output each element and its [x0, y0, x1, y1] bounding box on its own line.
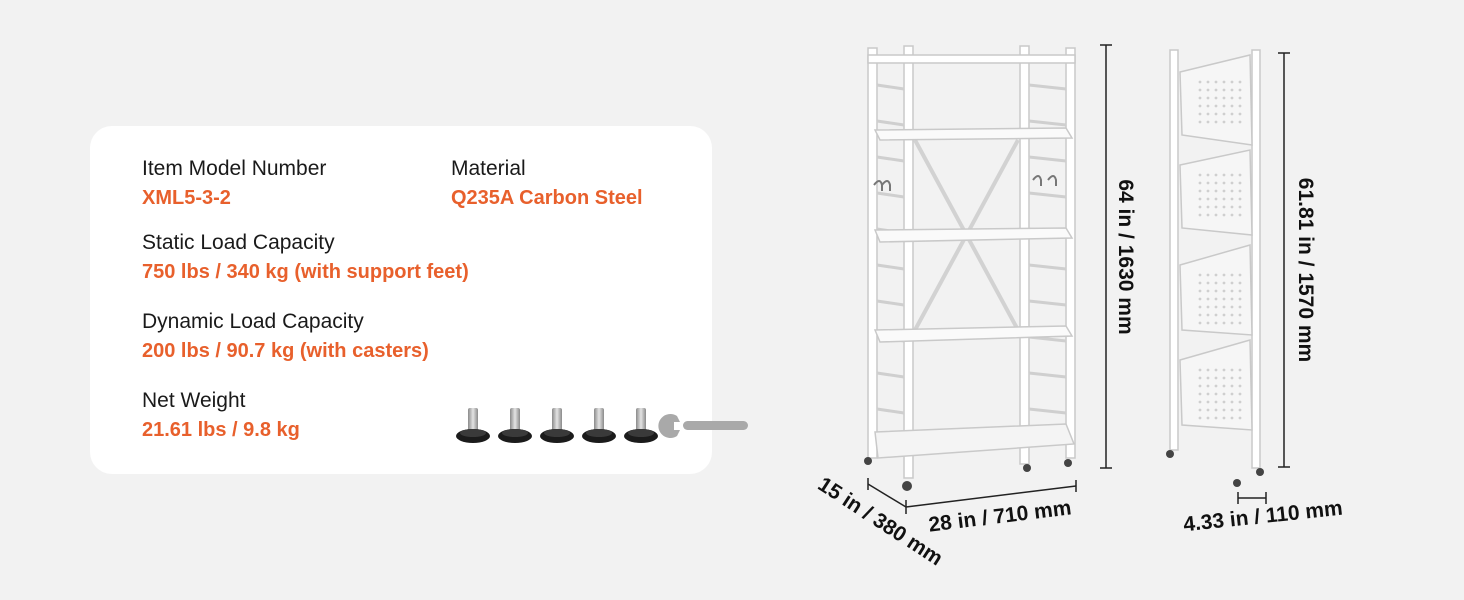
spec-material-value: Q235A Carbon Steel: [451, 187, 643, 209]
support-foot-icon: [456, 408, 490, 443]
spec-model-value: XML5-3-2: [142, 187, 231, 209]
spec-static-load-value: 750 lbs / 340 kg (with support feet): [142, 261, 469, 283]
spec-net-weight-value: 21.61 lbs / 9.8 kg: [142, 419, 300, 441]
support-foot-icon: [540, 408, 574, 443]
spec-dynamic-load: Dynamic Load Capacity 200 lbs / 90.7 kg …: [142, 309, 429, 364]
wrench-icon: [658, 414, 748, 438]
folded-shelf-illustration: [1166, 49, 1264, 487]
spec-model-label: Item Model Number: [142, 157, 327, 180]
spec-model: Item Model Number XML5-3-2: [142, 156, 326, 211]
spec-material: Material Q235A Carbon Steel: [451, 156, 643, 211]
spec-dynamic-load-value: 200 lbs / 90.7 kg (with casters): [142, 340, 429, 362]
spec-net-weight-label: Net Weight: [142, 389, 246, 412]
spec-material-label: Material: [451, 157, 526, 180]
assembled-shelf-illustration: [864, 45, 1076, 491]
accessories: [456, 408, 748, 443]
dim-line-depth: [867, 483, 907, 508]
support-foot-icon: [624, 408, 658, 443]
dim-height-folded: 61.81 in / 1570 mm: [1294, 177, 1317, 363]
spec-net-weight: Net Weight 21.61 lbs / 9.8 kg: [142, 388, 300, 443]
spec-card: Item Model Number XML5-3-2 Material Q235…: [90, 126, 748, 474]
spec-static-load: Static Load Capacity 750 lbs / 340 kg (w…: [142, 230, 469, 285]
spec-static-load-label: Static Load Capacity: [142, 231, 335, 254]
dim-line-width: [905, 485, 1077, 508]
support-foot-icon: [582, 408, 616, 443]
support-foot-icon: [498, 408, 532, 443]
dim-height-assembled: 64 in / 1630 mm: [1114, 179, 1137, 335]
spec-dynamic-load-label: Dynamic Load Capacity: [142, 310, 364, 333]
